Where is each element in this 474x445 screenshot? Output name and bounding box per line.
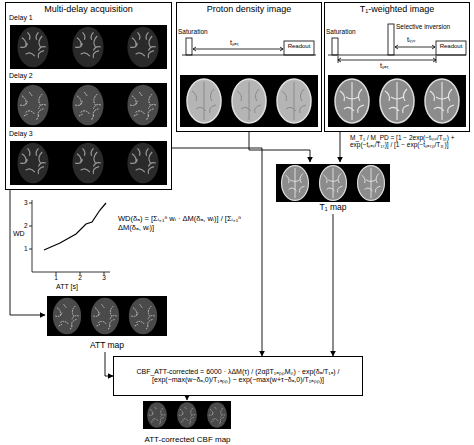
image-strip: [10, 25, 167, 69]
brain-image: [282, 166, 309, 201]
pulse-sequence: [182, 38, 316, 55]
connector-arrow: [333, 214, 334, 356]
process-box: Multi-delay acquisition: [5, 2, 172, 190]
annotation-label: tₛₐₜ: [230, 39, 239, 47]
brain-image: [72, 85, 103, 125]
process-box: CBF_ATT-corrected = 6000 · λΔM(τ) / (2αβ…: [113, 356, 363, 396]
annotation-label: Saturation: [178, 28, 208, 35]
node-title: T₁-weighted image: [357, 3, 438, 15]
brain-image: [232, 79, 266, 123]
process-box: T₁-weighted image: [324, 2, 470, 132]
node-title: Proton density image: [204, 3, 295, 15]
brain-image: [72, 143, 103, 183]
annotation-label: Saturation: [326, 28, 356, 35]
annotation-label: Readout: [288, 43, 311, 50]
node-title: T₁ map: [317, 202, 350, 214]
annotation-label: tᵢₙᵥ: [407, 36, 415, 44]
brain-image: [127, 27, 158, 67]
brain-image: [53, 298, 81, 335]
connector-arrow: [249, 132, 310, 162]
brain-image: [380, 79, 414, 123]
annotation-label: Readout: [440, 43, 463, 50]
equation-text: M_T₁ / M_PD = [1 − 2exp(−tᵢₙᵥ/T₁ₜ) + exp…: [350, 134, 472, 149]
image-group: T₁ map: [275, 162, 391, 214]
annotation-label: Selective inversion: [396, 23, 450, 30]
brain-image: [72, 27, 103, 67]
brain-image: [17, 85, 48, 125]
connector-arrow: [340, 132, 341, 162]
equation-text: WD(δₐ) = [Σᵢ₌₁ⁿ wᵢ · ΔM(δₐ, wᵢ)] / [Σᵢ₌₁…: [118, 215, 258, 232]
image-strip: [143, 401, 231, 429]
connector-arrow: [10, 190, 45, 315]
image-strip: [10, 83, 167, 127]
node-title: ATT-corrected CBF map: [141, 434, 233, 445]
connector-arrow: [187, 396, 188, 400]
image-group: ATT map: [45, 294, 169, 352]
brain-image: [358, 166, 385, 201]
wd-plot: [29, 200, 110, 275]
image-strip: [10, 141, 167, 185]
brain-image: [129, 298, 157, 335]
image-strip: [276, 164, 390, 202]
node-title: ATT map: [87, 340, 127, 352]
formula-text: CBF_ATT-corrected = 6000 · λΔM(τ) / (2αβ…: [114, 367, 362, 385]
annotation-label: WD: [13, 230, 25, 238]
annotation-label: ATT [s]: [56, 283, 78, 291]
annotation-label: 1: [24, 245, 28, 252]
annotation-label: 3: [24, 199, 28, 206]
connector-arrow: [105, 352, 113, 376]
annotation-label: 1: [54, 274, 58, 281]
annotation-label: tₛₐₜ: [380, 62, 389, 70]
annotation-label: Delay 1: [9, 14, 33, 22]
brain-image: [17, 27, 48, 67]
brain-image: [425, 79, 459, 123]
brain-image: [127, 85, 158, 125]
image-group: ATT-corrected CBF map: [130, 400, 245, 445]
image-strip: [180, 75, 318, 127]
brain-image: [127, 143, 158, 183]
brain-image: [335, 79, 369, 123]
brain-image: [147, 402, 167, 428]
image-strip: [328, 75, 466, 127]
annotation-label: Delay 3: [9, 130, 33, 138]
brain-image: [320, 166, 347, 201]
process-box: Proton density image: [176, 2, 322, 132]
brain-image: [187, 79, 221, 123]
brain-image: [91, 298, 119, 335]
annotation-label: 3: [102, 274, 106, 281]
annotation-label: 2: [78, 274, 82, 281]
node-title: Multi-delay acquisition: [41, 3, 136, 15]
annotation-label: Delay 2: [9, 72, 33, 80]
connector-arrow: [172, 148, 262, 356]
brain-image: [177, 402, 197, 428]
brain-image: [207, 402, 227, 428]
image-strip: [47, 296, 167, 336]
brain-image: [17, 143, 48, 183]
brain-image: [277, 79, 311, 123]
annotation-label: 2: [24, 222, 28, 229]
